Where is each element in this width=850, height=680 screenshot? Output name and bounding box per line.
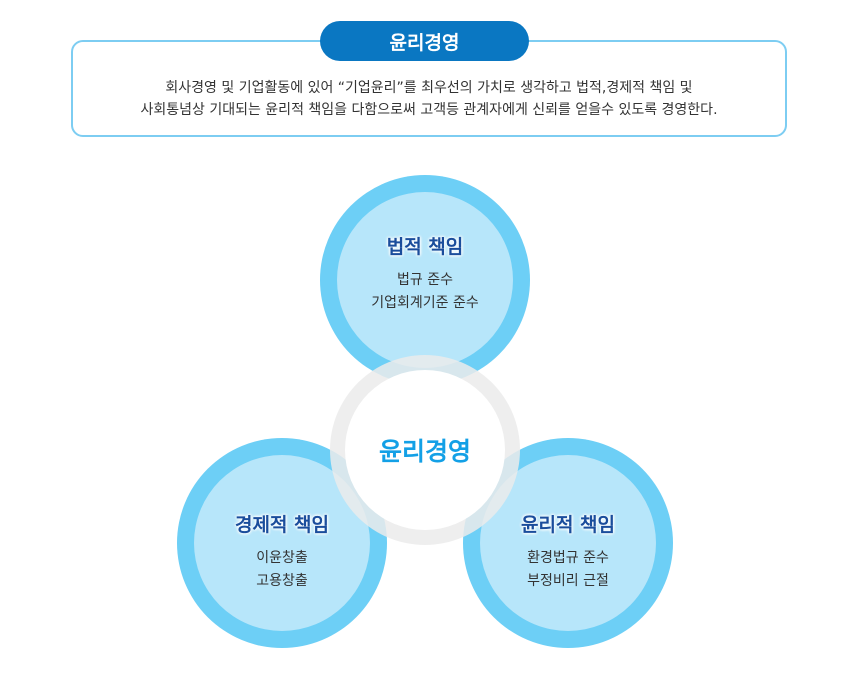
circle-item: 부정비리 근절 (527, 573, 609, 589)
circle-item: 기업회계기준 준수 (371, 295, 479, 311)
circle-title: 법적 책임 (386, 236, 464, 258)
circle-title: 윤리적 책임 (520, 514, 615, 536)
economic-responsibility-circle: 경제적 책임 이윤창출 고용창출 (177, 438, 387, 648)
center-circle: 윤리경영 (330, 355, 520, 545)
intro-description: 회사경영 및 기업활동에 있어 “기업윤리”를 최우선의 가치로 생각하고 법적… (71, 77, 787, 121)
center-label: 윤리경영 (345, 370, 505, 530)
circle-title: 경제적 책임 (234, 514, 329, 536)
description-line: 회사경영 및 기업활동에 있어 “기업윤리”를 최우선의 가치로 생각하고 법적… (165, 80, 693, 96)
circle-item: 환경법규 준수 (527, 550, 609, 566)
circle-item: 고용창출 (256, 573, 308, 589)
circle-item: 이윤창출 (256, 550, 308, 566)
legal-responsibility-circle: 법적 책임 법규 준수 기업회계기준 준수 (320, 175, 530, 385)
description-line: 사회통념상 기대되는 윤리적 책임을 다함으로써 고객등 관계자에게 신뢰를 얻… (140, 102, 718, 118)
circle-item: 법규 준수 (397, 272, 453, 288)
section-title-badge: 윤리경영 (320, 21, 529, 61)
